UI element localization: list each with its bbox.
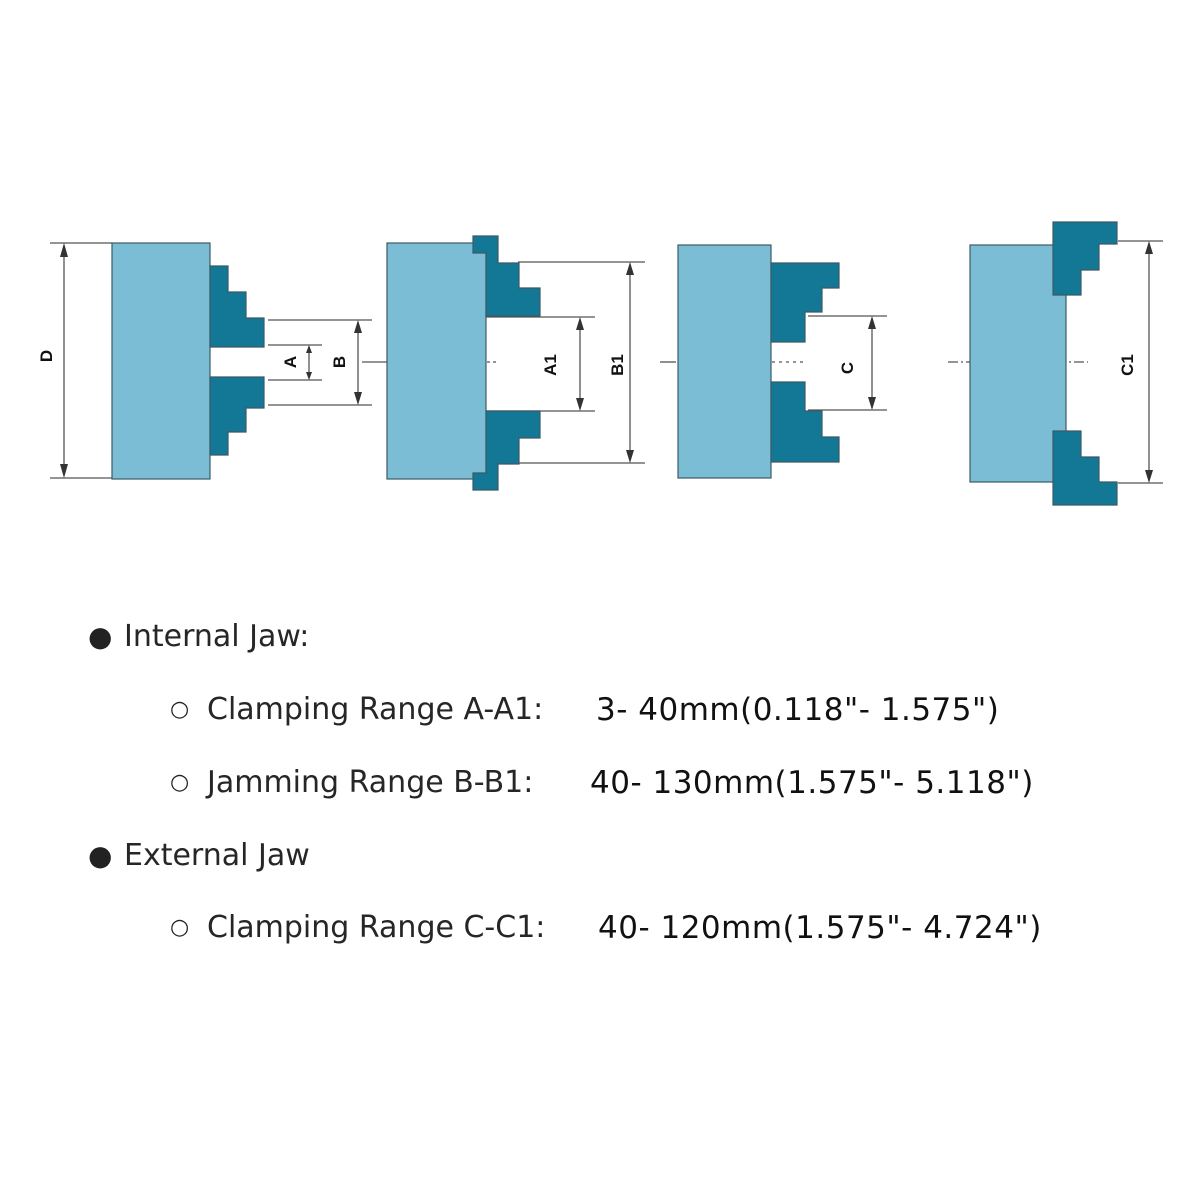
dimension-a-b-lines bbox=[268, 319, 388, 406]
jaw-1-bottom bbox=[209, 376, 265, 456]
label-c: C bbox=[838, 362, 857, 374]
jaw-4-top bbox=[1052, 221, 1118, 296]
clamping-range-c-label: Clamping Range C-C1: bbox=[207, 910, 546, 945]
label-c1: C1 bbox=[1118, 354, 1137, 376]
label-d: D bbox=[37, 350, 56, 362]
jamming-range-b-value: 40- 130mm(1.575"- 5.118") bbox=[590, 765, 1034, 801]
dimension-d-lines bbox=[50, 242, 112, 479]
jamming-range-b-label: Jamming Range B-B1: bbox=[207, 765, 534, 800]
jaw-2-bottom bbox=[472, 410, 541, 491]
chuck-body-4 bbox=[969, 244, 1067, 483]
label-b1: B1 bbox=[608, 354, 627, 376]
jaw-1-top bbox=[209, 265, 265, 348]
external-jaw-heading: External Jaw bbox=[124, 838, 310, 873]
internal-jaw-heading: Internal Jaw: bbox=[124, 619, 310, 654]
clamping-range-c-value: 40- 120mm(1.575"- 4.724") bbox=[598, 910, 1042, 946]
clamping-range-a-value: 3- 40mm(0.118"- 1.575") bbox=[596, 692, 1000, 728]
jaw-3-top bbox=[770, 262, 840, 343]
label-b: B bbox=[330, 356, 349, 368]
bullet-circle-icon: ○ bbox=[170, 915, 190, 940]
label-a: A bbox=[281, 356, 300, 368]
label-a1: A1 bbox=[541, 354, 560, 376]
bullet-disc-icon: ● bbox=[88, 839, 113, 872]
chuck-body-1 bbox=[111, 242, 211, 480]
clamping-range-a-label: Clamping Range A-A1: bbox=[207, 692, 544, 727]
dimension-arrowheads bbox=[60, 241, 1153, 483]
jaw-3-bottom bbox=[770, 381, 840, 463]
jaw-2-top bbox=[472, 235, 541, 317]
chuck-body-2 bbox=[386, 242, 487, 480]
dimension-c-lines bbox=[660, 315, 887, 411]
chuck-body-3 bbox=[677, 244, 772, 479]
chuck-jaw-diagram: D A B A1 B1 C C1 bbox=[37, 221, 1163, 506]
bullet-circle-icon: ○ bbox=[170, 770, 190, 795]
bullet-circle-icon: ○ bbox=[170, 697, 190, 722]
jaw-4-bottom bbox=[1052, 430, 1118, 506]
bullet-disc-icon: ● bbox=[88, 620, 113, 653]
